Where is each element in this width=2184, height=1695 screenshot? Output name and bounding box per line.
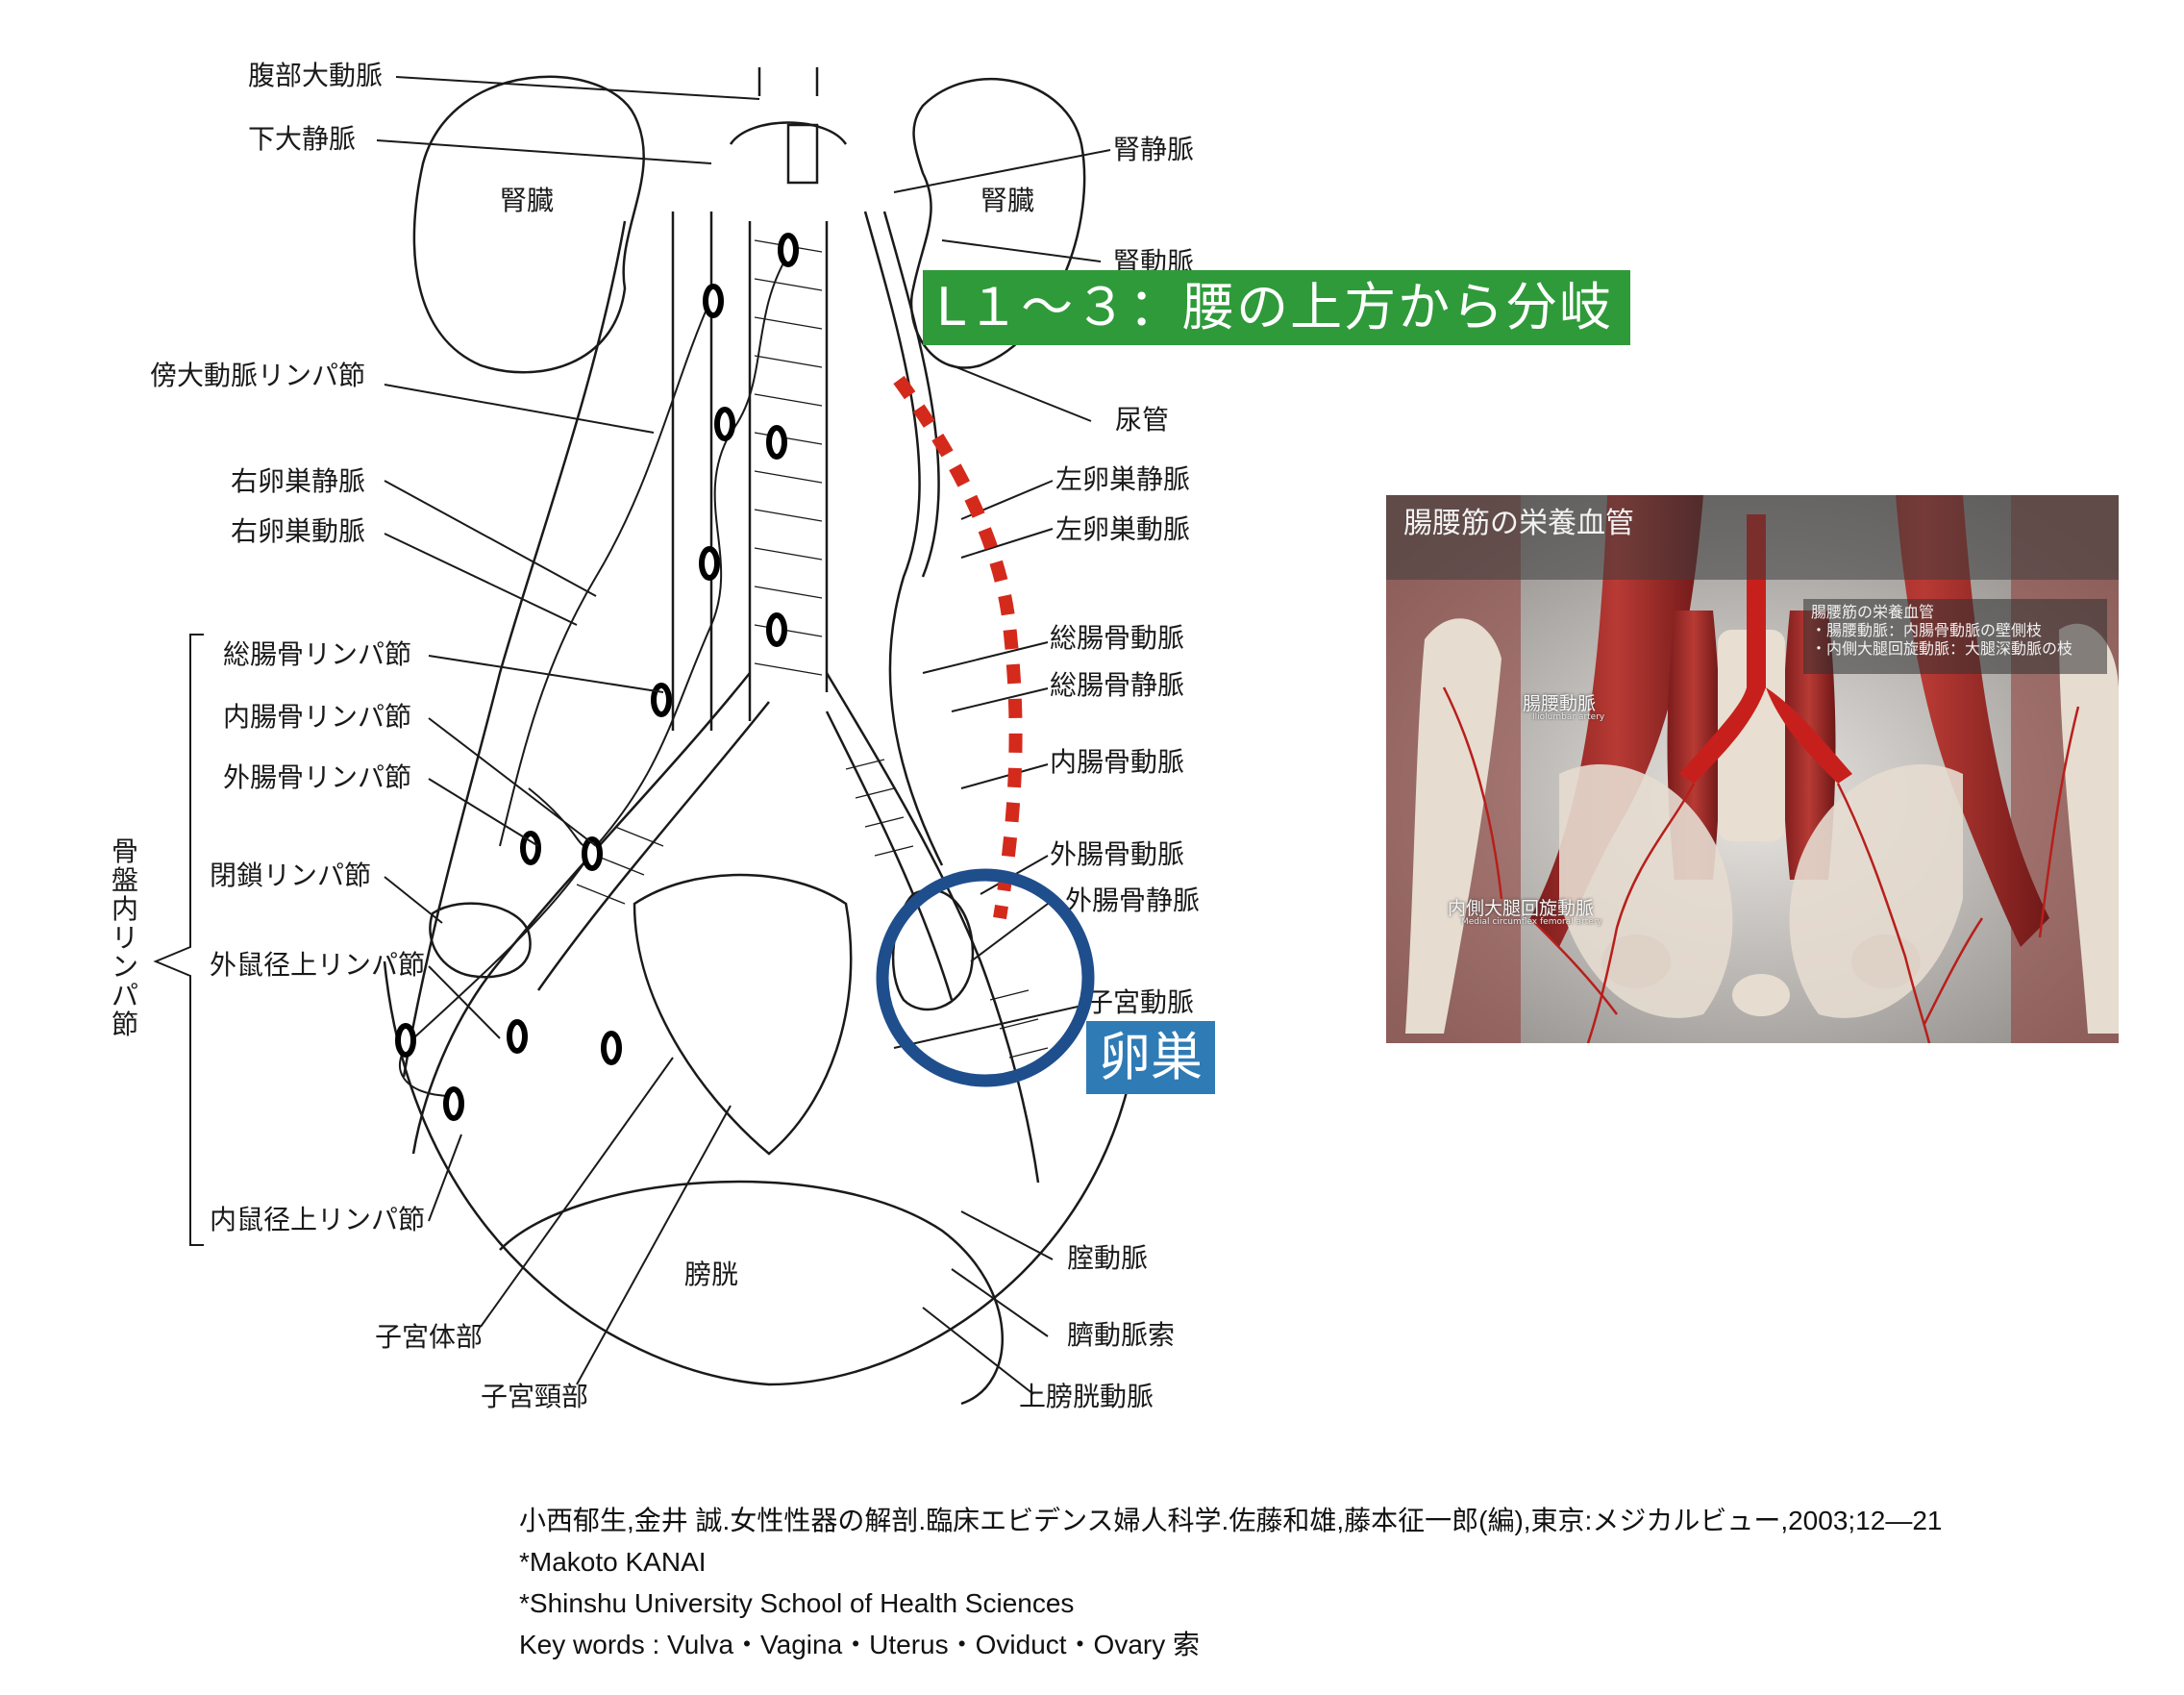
lymph-node xyxy=(766,612,787,647)
para-aortic-ln-label: 傍大動脈リンパ節 xyxy=(150,360,365,391)
lymph-node xyxy=(699,546,720,581)
common-iliac-artery-label: 総腸骨動脈 xyxy=(1050,622,1184,654)
photo-info-box: 腸腰筋の栄養血管 ・腸腰動脈：内腸骨動脈の壁側枝 ・内側大腿回旋動脈：大腿深動脈… xyxy=(1803,599,2107,674)
bladder-shape xyxy=(499,1180,1005,1406)
citation-affiliation: *Shinshu University School of Health Sci… xyxy=(519,1588,1075,1618)
lymph-chain-line xyxy=(398,254,789,1097)
anatomy-diagram: 腎臓 腎臓 膀胱 腹部大動脈 下大静脈 傍大動脈リンパ節 右卵巣静脈 右卵巣動脈… xyxy=(112,60,1200,1412)
internal-iliac-artery-label: 内腸骨動脈 xyxy=(1050,746,1184,778)
anatomy-render xyxy=(1386,495,2119,1043)
citation-block: 小西郁生,金井 誠.女性性器の解剖.臨床エビデンス婦人科学.佐藤和雄,藤本征一郎… xyxy=(519,1500,1961,1665)
ureter-label: 尿管 xyxy=(1115,404,1169,436)
left-kidney-shape xyxy=(909,77,1086,369)
pelvic-ln-char: 内 xyxy=(112,893,138,925)
lymph-node xyxy=(443,1086,464,1121)
iliolumbar-artery-label: 腸腰動脈 xyxy=(1523,693,1597,714)
right-ovary-shape xyxy=(429,902,532,979)
lymph-node xyxy=(778,233,799,267)
common-iliac-ln-label: 総腸骨リンパ節 xyxy=(223,638,411,670)
lymph-node xyxy=(582,836,603,871)
common-iliac-vein-label: 総腸骨静脈 xyxy=(1050,669,1184,701)
pelvic-ln-char: ン xyxy=(112,951,138,983)
origin-banner: L１〜３：腰の上方から分岐 xyxy=(923,270,1630,345)
info-line-1: ・腸腰動脈：内腸骨動脈の壁側枝 xyxy=(1811,621,2043,639)
aorta-stump xyxy=(786,123,819,185)
lymph-node xyxy=(395,1023,416,1058)
ivc-label: 下大静脈 xyxy=(248,123,356,155)
iliac-hatching xyxy=(576,759,1049,1059)
pelvic-ln-char: パ xyxy=(112,980,138,1011)
info-heading: 腸腰筋の栄養血管 xyxy=(1811,603,1935,621)
photo-title: 腸腰筋の栄養血管 xyxy=(1386,495,2119,580)
external-iliac-vein-label: 外腸骨静脈 xyxy=(1065,885,1200,916)
uterine-cervix-label: 子宮頸部 xyxy=(481,1381,588,1412)
pelvic-outline xyxy=(383,960,1136,1386)
right-ovarian-artery-label: 右卵巣動脈 xyxy=(231,515,365,547)
info-line-2: ・内側大腿回旋動脈：大腿深動脈の枝 xyxy=(1811,639,2073,658)
renal-vein-label: 腎静脈 xyxy=(1113,134,1194,165)
external-iliac-artery-label: 外腸骨動脈 xyxy=(1050,838,1184,870)
citation-keywords: Key words : Vulva・Vagina・Uterus・Oviduct・… xyxy=(519,1630,1201,1659)
lymph-node xyxy=(766,425,787,460)
internal-iliac-ln-label: 内腸骨リンパ節 xyxy=(223,701,411,733)
right-kidney-shape xyxy=(412,75,645,374)
citation-reference: 小西郁生,金井 誠.女性性器の解剖.臨床エビデンス婦人科学.佐藤和雄,藤本征一郎… xyxy=(519,1506,1943,1535)
medial-circumflex-label: 内側大腿回旋動脈 xyxy=(1448,898,1595,919)
ovary-highlight-circle xyxy=(876,868,1095,1087)
lymph-node xyxy=(703,284,724,318)
left-ovarian-vein-label: 左卵巣静脈 xyxy=(1055,463,1190,495)
kidney-right-label: 腎臓 xyxy=(500,185,554,216)
pelvic-ln-char: 骨 xyxy=(112,835,138,867)
lymph-node xyxy=(507,1019,528,1054)
pelvic-ln-bracket xyxy=(153,634,204,1246)
superficial-inguinal-ln-label: 外鼠径上リンパ節 xyxy=(210,949,425,981)
uterine-body-label: 子宮体部 xyxy=(375,1321,483,1353)
iliopsoas-photo-panel: 腸腰筋の栄養血管 腸腰筋の栄養血管 ・腸腰動脈：内腸骨動脈の壁側枝 ・内側大腿回… xyxy=(1386,495,2119,1043)
aorta-hatching xyxy=(754,239,823,676)
superior-vesical-artery-label: 上膀胱動脈 xyxy=(1019,1381,1154,1412)
external-iliac-ln-label: 外腸骨リンパ節 xyxy=(223,761,411,793)
vaginal-artery-label: 腟動脈 xyxy=(1067,1242,1148,1274)
obturator-ln-label: 閉鎖リンパ節 xyxy=(210,860,371,891)
medial-circumflex-en-label: Medial circumflex femoral artery xyxy=(1461,917,1602,927)
pelvic-ln-char: 盤 xyxy=(112,864,138,896)
iliolumbar-artery-en-label: Iliolumbar artery xyxy=(1532,712,1605,722)
abdominal-aorta-label: 腹部大動脈 xyxy=(248,60,383,91)
left-iliac-artery xyxy=(825,672,1040,1184)
lymph-node xyxy=(651,683,672,717)
lymph-node xyxy=(714,407,735,441)
right-iliac-artery xyxy=(411,672,770,1155)
leader-lines xyxy=(376,76,1111,1395)
left-ureter xyxy=(863,211,944,866)
uterine-artery-label: 子宮動脈 xyxy=(1086,986,1194,1018)
umbilical-ligament-label: 臍動脈索 xyxy=(1067,1319,1175,1351)
ovary-label: 卵巣 xyxy=(1086,1021,1215,1094)
left-ovarian-artery-label: 左卵巣動脈 xyxy=(1055,513,1190,545)
pelvic-ln-char: リ xyxy=(112,922,138,954)
citation-author: *Makoto KANAI xyxy=(519,1547,707,1577)
right-ovarian-vein-label: 右卵巣静脈 xyxy=(231,465,365,497)
pelvic-ln-group-label: 骨 盤 内 リ ン パ 節 xyxy=(112,835,138,1040)
kidney-left-label: 腎臓 xyxy=(980,185,1034,216)
pelvic-ln-char: 節 xyxy=(112,1009,138,1040)
ovarian-artery-dotted-path xyxy=(893,375,1023,920)
right-ureter xyxy=(402,220,627,1078)
aorta-top xyxy=(729,67,848,145)
lymph-nodes xyxy=(395,233,799,1121)
aorta-shape xyxy=(748,221,829,721)
uterus-shape xyxy=(633,873,853,1156)
lymph-node xyxy=(520,831,541,865)
lymph-node xyxy=(601,1031,622,1065)
inner-inguinal-ln-label: 内鼠径上リンパ節 xyxy=(210,1204,425,1235)
bladder-label: 膀胱 xyxy=(684,1259,738,1290)
